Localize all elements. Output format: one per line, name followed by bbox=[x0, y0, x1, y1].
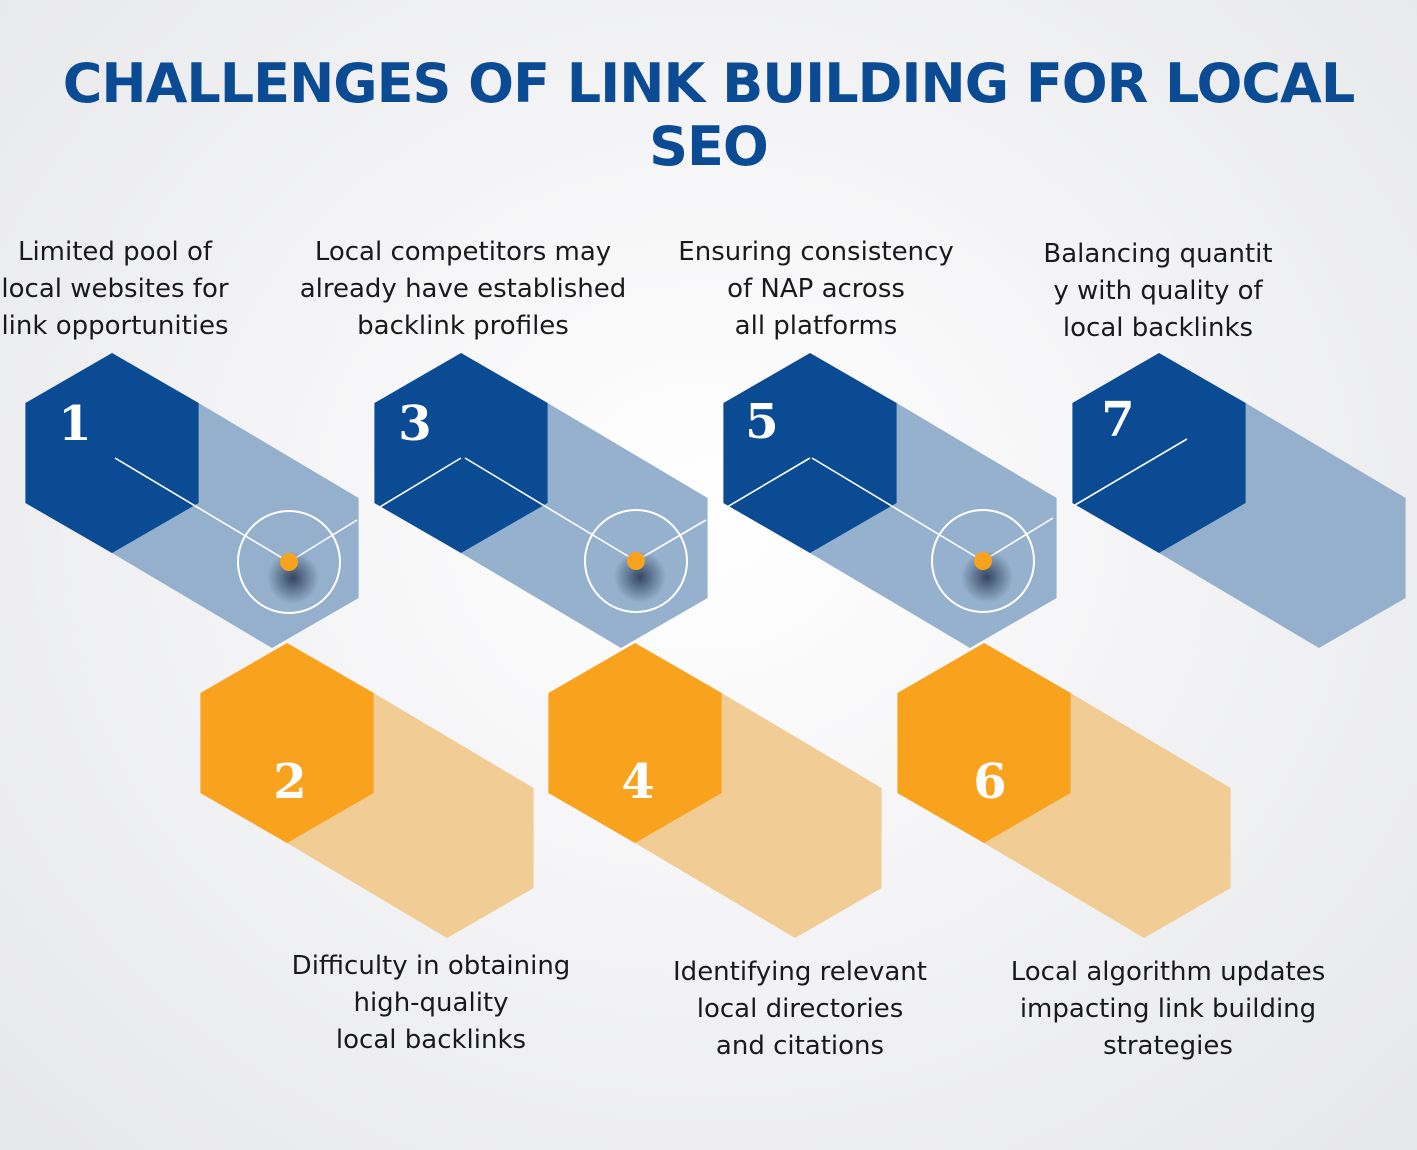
step-number-4: 4 bbox=[621, 754, 654, 810]
hexagon-4 bbox=[548, 643, 722, 843]
node-ring bbox=[931, 509, 1035, 613]
hexagon-3 bbox=[374, 353, 548, 553]
step-number-1: 1 bbox=[58, 396, 91, 452]
step-label-3: Local competitors may already have estab… bbox=[299, 237, 627, 341]
connector-line bbox=[1074, 438, 1188, 506]
connector-line bbox=[114, 457, 290, 563]
page-title: CHALLENGES OF LINK BUILDING FOR LOCAL SE… bbox=[62, 52, 1355, 178]
step-label-1: Limited pool of local websites for link … bbox=[1, 237, 229, 341]
node-shadow bbox=[961, 551, 1013, 603]
node-dot bbox=[280, 553, 298, 571]
hexagon-5 bbox=[723, 353, 897, 553]
connector-line bbox=[374, 457, 462, 511]
step-number-7: 7 bbox=[1101, 392, 1134, 448]
step-label-6: Local algorithm updates impacting link b… bbox=[1010, 957, 1326, 1061]
connector-line bbox=[811, 457, 984, 562]
node-ring bbox=[584, 509, 688, 613]
step-label-2: Difficulty in obtaining high-quality loc… bbox=[291, 951, 571, 1055]
step-label-5: Ensuring consistency of NAP across all p… bbox=[678, 237, 954, 341]
node-ring bbox=[237, 510, 341, 614]
step-number-3: 3 bbox=[398, 396, 431, 452]
hexagon-1 bbox=[25, 353, 199, 553]
step-number-2: 2 bbox=[273, 754, 306, 810]
step-number-6: 6 bbox=[973, 754, 1006, 810]
connector-line bbox=[464, 457, 637, 562]
node-dot bbox=[627, 552, 645, 570]
connector-line bbox=[721, 457, 811, 511]
step-label-7: Balancing quantit y with quality of loca… bbox=[1043, 239, 1273, 343]
node-dot bbox=[974, 552, 992, 570]
hexagon-7 bbox=[1072, 353, 1246, 553]
hexagon-2 bbox=[200, 643, 374, 843]
step-label-4: Identifying relevant local directories a… bbox=[673, 957, 927, 1061]
step-number-5: 5 bbox=[745, 394, 778, 450]
node-shadow bbox=[614, 551, 666, 603]
node-shadow bbox=[267, 552, 319, 604]
hexagon-6 bbox=[897, 643, 1071, 843]
